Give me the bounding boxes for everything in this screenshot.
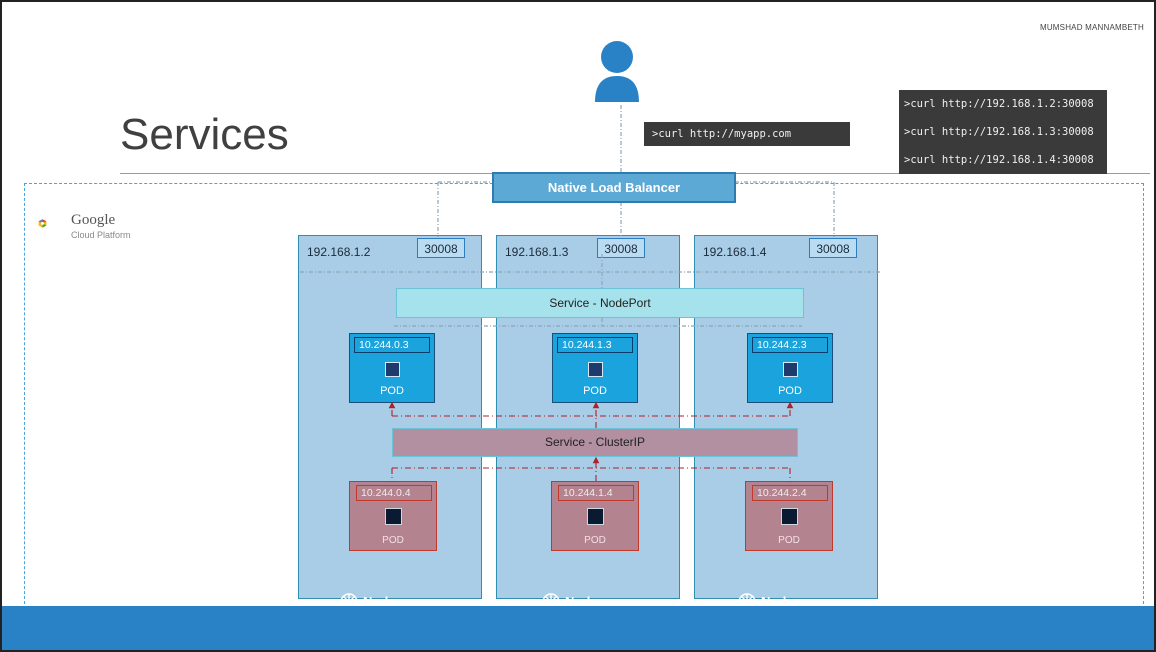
native-load-balancer: Native Load Balancer [492,172,736,203]
node-name: Node [363,594,396,609]
footer-band [2,606,1154,650]
pod-label: POD [382,535,404,546]
curl-node3-command: >curl http://192.168.1.4:30008 [904,154,1094,166]
pod-ip: 10.244.0.3 [354,337,430,353]
curl-node1-command: >curl http://192.168.1.2:30008 [904,98,1094,110]
pod-label: POD [778,535,800,546]
nodeport-badge: 30008 [809,238,857,258]
web-container-icon [588,362,603,377]
web-pod-2: 10.244.1.3 POD [552,333,638,403]
pod-ip: 10.244.0.4 [356,485,432,501]
service-clusterip: Service - ClusterIP [392,428,798,457]
curl-myapp-command: >curl http://myapp.com [644,122,850,146]
web-container-icon [385,362,400,377]
pod-label: POD [583,385,607,397]
user-icon [595,41,639,102]
pod-ip: 10.244.1.4 [558,485,634,501]
web-container-icon [783,362,798,377]
pod-ip: 10.244.1.3 [557,337,633,353]
db-pod-2: 10.244.1.4 POD [551,481,639,551]
pod-label: POD [380,385,404,397]
db-pod-1: 10.244.0.4 POD [349,481,437,551]
nodeport-badge: 30008 [417,238,465,258]
node-name: Node [761,594,794,609]
service-nodeport: Service - NodePort [396,288,804,318]
gcp-platform-text: Cloud Platform [71,230,131,240]
pod-label: POD [778,385,802,397]
web-pod-3: 10.244.2.3 POD [747,333,833,403]
pod-ip: 10.244.2.4 [752,485,828,501]
redis-container-icon [781,508,798,525]
node-ip: 192.168.1.3 [505,245,569,259]
node-name: Node [565,594,598,609]
node-ip: 192.168.1.2 [307,245,371,259]
node-ip: 192.168.1.4 [703,245,767,259]
redis-container-icon [385,508,402,525]
redis-container-icon [587,508,604,525]
pod-ip: 10.244.2.3 [752,337,828,353]
curl-nodeport-commands: >curl http://192.168.1.2:30008 >curl htt… [899,90,1107,174]
nodeport-badge: 30008 [597,238,645,258]
web-pod-1: 10.244.0.3 POD [349,333,435,403]
author-name: MUMSHAD MANNAMBETH [1039,23,1144,32]
gcp-google-text: Google [71,212,116,228]
pod-label: POD [584,535,606,546]
gcp-hexagon-icon [38,219,47,228]
slide-title: Services [120,110,289,159]
curl-node2-command: >curl http://192.168.1.3:30008 [904,126,1094,138]
db-pod-3: 10.244.2.4 POD [745,481,833,551]
